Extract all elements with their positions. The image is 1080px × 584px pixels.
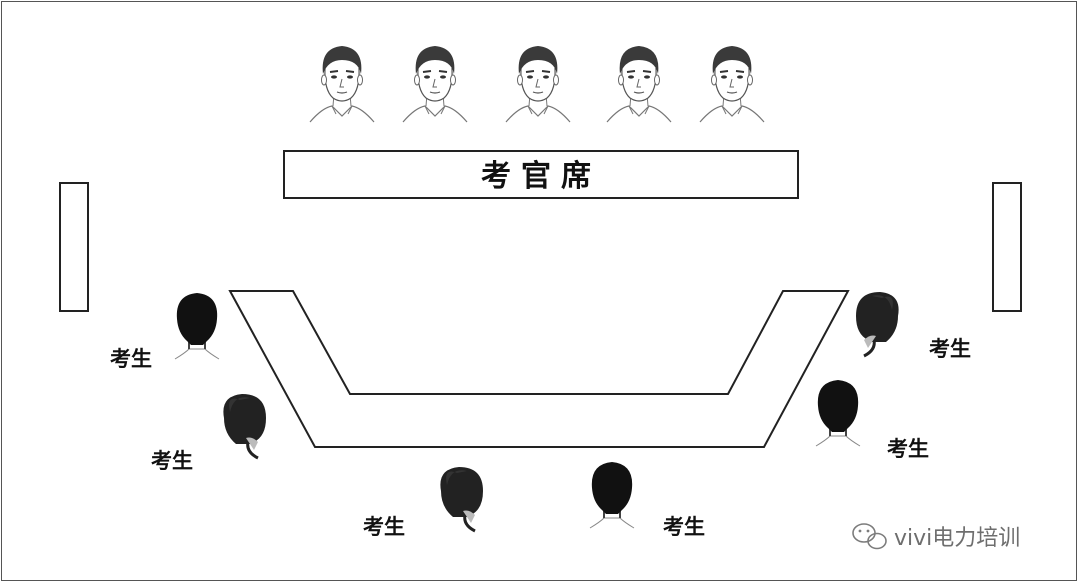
candidate-table (228, 290, 850, 448)
candidate-4-label: 考生 (663, 515, 705, 539)
candidate-2-label: 考生 (151, 449, 193, 473)
candidate-6-label: 考生 (929, 337, 971, 361)
wechat-icon (852, 523, 887, 550)
candidate-3-head (438, 465, 485, 533)
candidate-1-label: 考生 (110, 347, 152, 371)
candidate-5-head (815, 379, 861, 447)
candidate-4-head (589, 461, 635, 529)
examiner-3 (505, 45, 571, 123)
examiner-group (309, 45, 765, 123)
left-side-panel (59, 182, 89, 312)
examiner-5 (699, 45, 765, 123)
candidate-group: 考生 考生 考生 考生 考生 考生 (110, 292, 971, 539)
right-side-panel (992, 182, 1022, 312)
examiner-desk-label: 考官席 (481, 159, 601, 194)
examiner-1 (309, 45, 375, 123)
candidate-5-label: 考生 (887, 437, 929, 461)
watermark: vivi电力培训 (852, 523, 1020, 551)
examiner-desk (283, 150, 799, 199)
candidate-3-label: 考生 (363, 515, 405, 539)
candidate-2-head (221, 392, 268, 460)
examiner-4 (606, 45, 672, 123)
candidate-1-head (174, 292, 220, 360)
watermark-text: vivi电力培训 (894, 526, 1020, 551)
candidate-6-head (856, 292, 899, 356)
examiner-2 (402, 45, 468, 123)
